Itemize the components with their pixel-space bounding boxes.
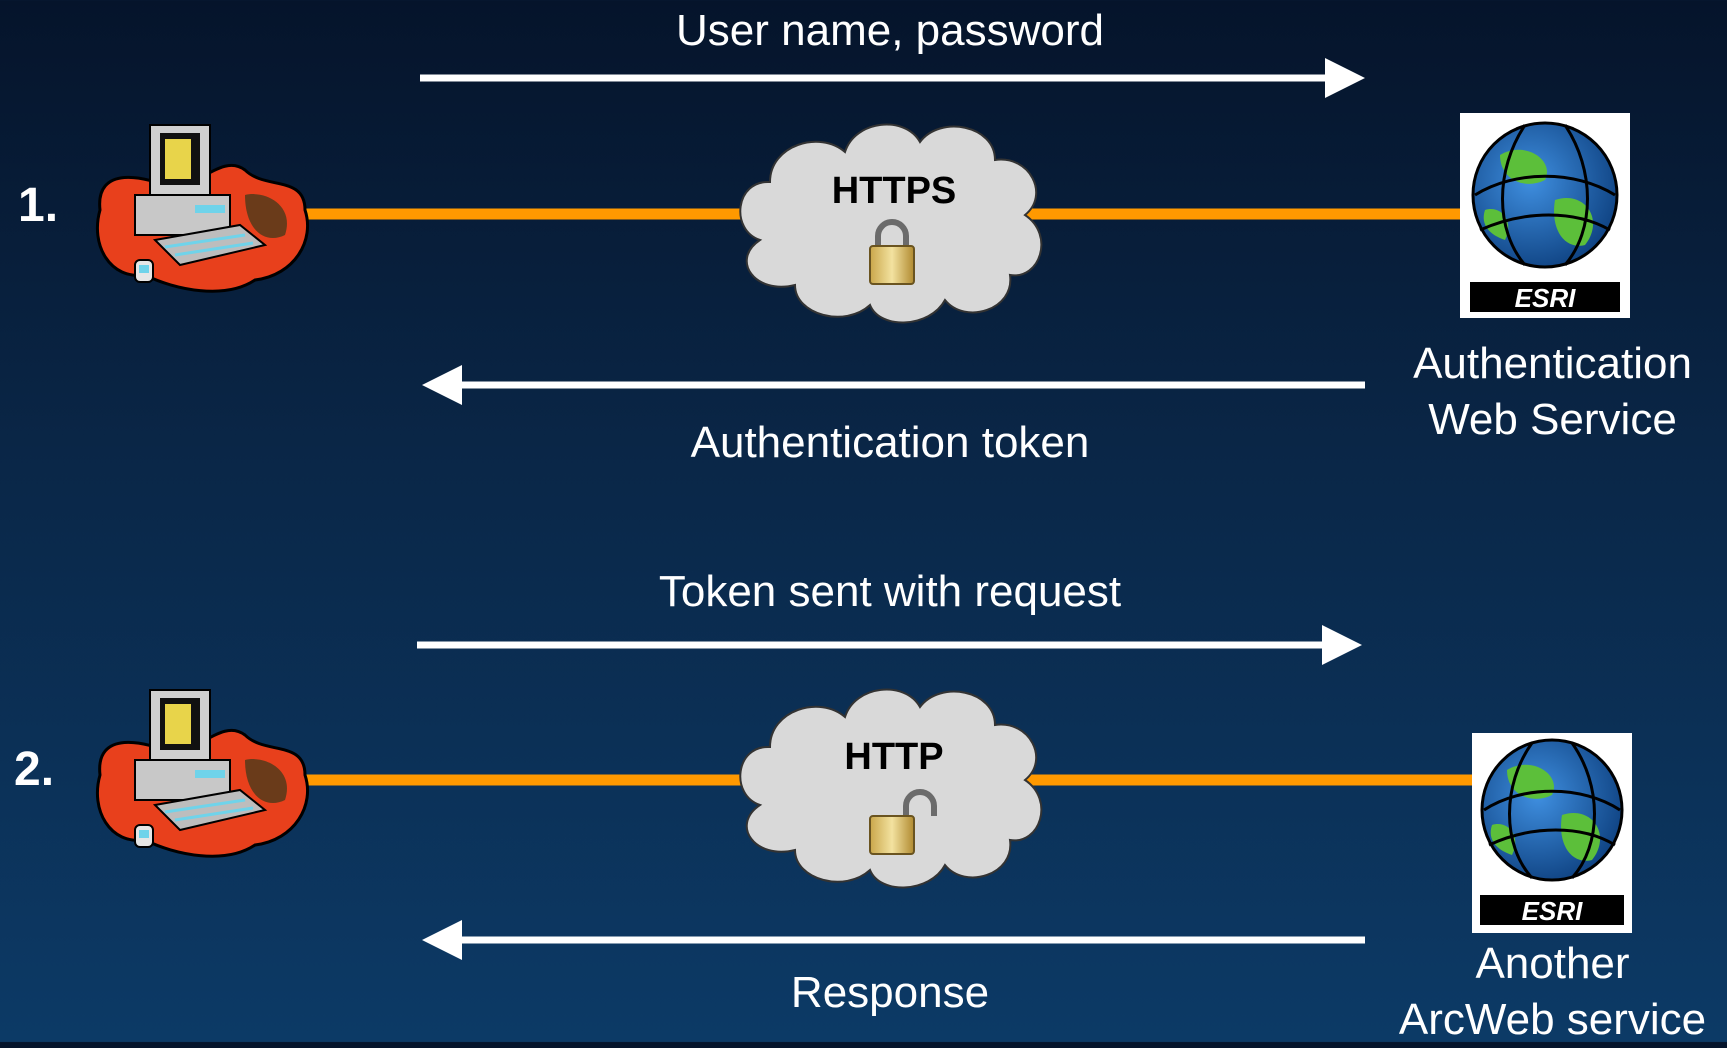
esri-logo-text-1: ESRI [1515, 283, 1576, 313]
service-label-2-line1: Another [1475, 939, 1630, 988]
cloud-2 [739, 688, 1043, 889]
step-number-2: 2. [14, 743, 55, 796]
esri-globe-logo-1 [1460, 113, 1630, 318]
service-label-1-line1: Authentication [1413, 339, 1692, 388]
protocol-label-1: HTTPS [831, 170, 957, 212]
return-label-1: Authentication token [690, 418, 1090, 467]
forward-arrow-1 [420, 58, 1365, 98]
client-computer-icon-1 [95, 124, 310, 293]
service-label-2-line2: ArcWeb service [1398, 995, 1707, 1044]
return-arrow-2 [422, 920, 1365, 960]
service-label-1: Authentication Web Service [1380, 336, 1725, 448]
return-arrow-1 [422, 365, 1365, 405]
forward-arrow-2 [417, 625, 1362, 665]
forward-label-1: User name, password [676, 6, 1104, 55]
protocol-label-2: HTTP [844, 736, 944, 778]
client-computer-icon-2 [95, 689, 310, 858]
service-label-1-line2: Web Service [1428, 395, 1677, 444]
forward-label-2: Token sent with request [658, 567, 1122, 616]
step-number-1: 1. [18, 179, 59, 232]
unlocked-padlock-icon [869, 789, 937, 855]
service-label-2: Another ArcWeb service [1380, 936, 1725, 1048]
esri-logo-text-2: ESRI [1522, 896, 1583, 926]
locked-padlock-icon [869, 219, 915, 285]
esri-globe-logo-2 [1472, 733, 1632, 933]
return-label-2: Response [790, 968, 990, 1017]
